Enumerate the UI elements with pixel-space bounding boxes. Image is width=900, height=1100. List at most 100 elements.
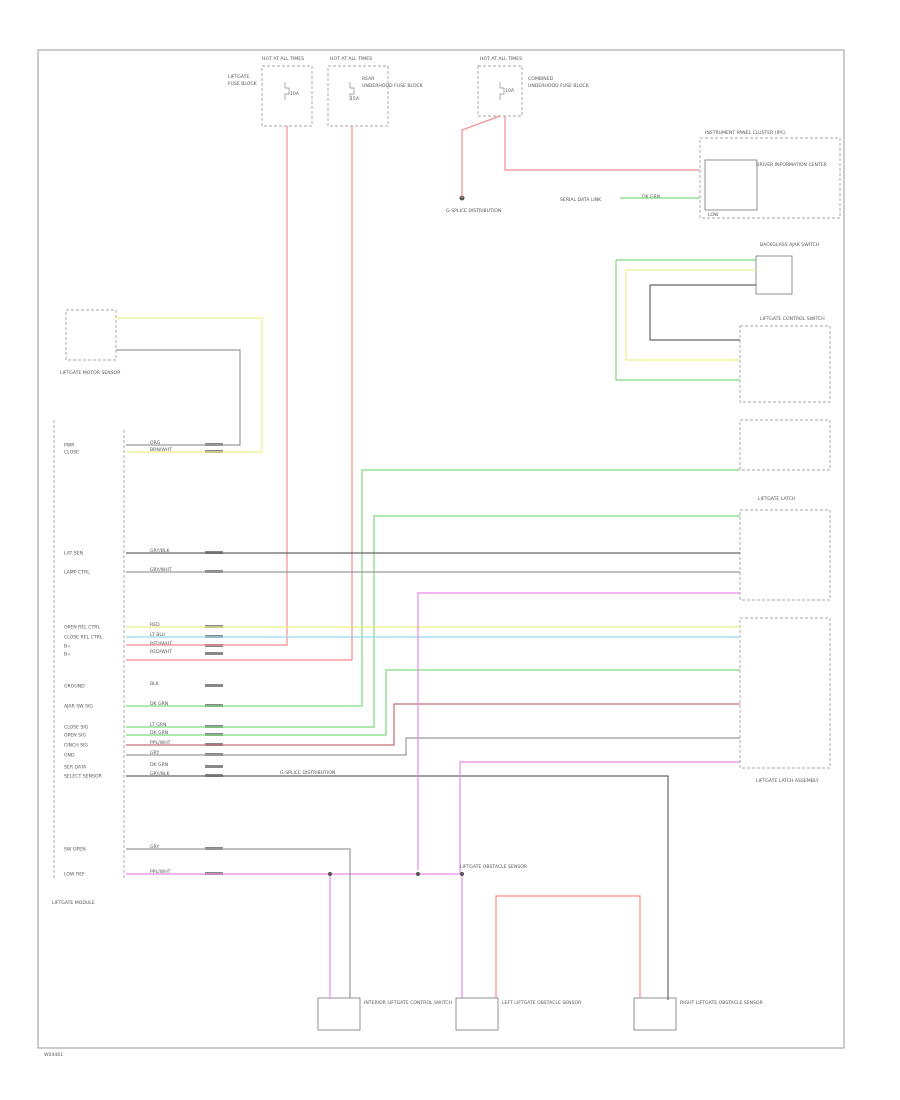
module-pin-label: B+ <box>64 652 71 658</box>
module-pin-wire: BRN/WHT <box>150 447 172 453</box>
latch-assembly-outline <box>739 617 831 769</box>
module-pin-label: GND <box>64 753 75 759</box>
splice-node <box>416 872 420 876</box>
module-pin-label: CLOSE <box>64 450 79 456</box>
interior-switch-label: INTERIOR LIFTGATE CONTROL SWITCH <box>364 1000 452 1006</box>
obstacle-sensor-note: LIFTGATE OBSTACLE SENSOR <box>460 864 528 870</box>
cluster-pin-low: LOW <box>708 212 719 218</box>
module-pin-wire: ORG <box>150 440 161 446</box>
fuse-liftgate: HOT AT ALL TIMES LIFTGATE FUSE BLOCK 10A <box>228 56 313 127</box>
fuse-2-rating: 15A <box>350 96 360 102</box>
fuse-1-rating: 10A <box>290 91 300 97</box>
serial-data-link: SERIAL DATA LINK DK GRN <box>560 194 660 203</box>
select-sensor-dark <box>126 775 669 1000</box>
module-pin-wire: GRY/BLK <box>150 771 171 777</box>
latch-sensor-yellow <box>116 317 263 453</box>
fuse-3-box-outline <box>477 65 523 117</box>
module-pin-connector <box>205 652 223 655</box>
serial-data-label: SERIAL DATA LINK <box>560 197 602 203</box>
fuse-3-symbol <box>499 82 505 100</box>
module-pin-label: SELECT SENSOR <box>64 774 103 780</box>
ground-distribution: G-SPLICE DISTRIBUTION <box>446 195 501 214</box>
cluster-dic-label: DRIVER INFORMATION CENTER <box>756 162 828 168</box>
latch-group-outline <box>739 509 831 601</box>
ground-distribution-label: G-SPLICE DISTRIBUTION <box>446 208 501 214</box>
ajar-sig-green <box>126 469 740 707</box>
fuse1-to-module <box>126 160 288 646</box>
fuse-3-rating: 10A <box>505 88 515 94</box>
latch-label: LIFTGATE LATCH <box>758 496 795 502</box>
fuse-3-box: UNDERHOOD FUSE BLOCK <box>528 83 590 89</box>
fuse-1-name: LIFTGATE <box>228 74 249 80</box>
latch-sensor-gray <box>116 349 241 446</box>
module-pin-label: LAT SEN <box>64 551 83 557</box>
fuse-combined: HOT AT ALL TIMES COMBINED UNDERHOOD FUSE… <box>477 56 590 117</box>
gnd-gray <box>126 737 740 756</box>
ajar-dark <box>649 284 756 341</box>
module-pins: PWR ORG CLOSE BRN/WHT LAT SEN GRY/BLK LAMP CTR… <box>64 440 223 878</box>
module-label: LIFTGATE MODULE <box>52 900 95 906</box>
open-sig-green <box>126 669 740 736</box>
right-sensor-label: RIGHT LIFTGATE OBSTACLE SENSOR <box>680 1000 764 1006</box>
module-pin-wire: GRY/BLK <box>150 548 171 554</box>
ground-dist-note: G-SPLICE DISTRIBUTION <box>280 770 335 776</box>
fuse3-to-cluster <box>504 116 700 171</box>
cluster-dic-box <box>704 159 758 211</box>
right-switch-groups: BACKGLASS AJAR SWITCH LIFTGATE CONTROL S… <box>739 242 831 784</box>
fuse-rear: HOT AT ALL TIMES REAR UNDERHOOD FUSE BLO… <box>327 56 424 127</box>
cluster-outline <box>699 137 841 219</box>
ajar-switch-box <box>755 255 793 295</box>
left-sensor-box <box>455 997 499 1031</box>
module-pin-label: B+ <box>64 644 71 650</box>
liftgate-control-label: LIFTGATE CONTROL SWITCH <box>760 316 825 322</box>
interior-drop-gray <box>126 848 351 998</box>
fuse2-to-module <box>126 160 353 661</box>
module-pin-label: CINCH SIG <box>64 743 88 749</box>
module-pin-wire: RED <box>150 622 160 628</box>
module-pin-wire: PPL/WHT <box>150 740 171 746</box>
fuse3-to-ground <box>461 115 501 198</box>
close-sig-green <box>126 515 740 728</box>
module-pin-label: GROUND <box>64 684 85 690</box>
instrument-cluster: INSTRUMENT PANEL CLUSTER (IPC) DRIVER IN… <box>699 130 841 219</box>
latch-sensor-label: LIFTGATE MOTOR SENSOR <box>60 370 121 376</box>
module-pin-label: CLOSE SIG <box>64 725 89 731</box>
fuse-2-hot-label: HOT AT ALL TIMES <box>330 56 372 62</box>
module-pin-label: LAMP CTRL <box>64 570 90 576</box>
module-pin-wire: GRY/WHT <box>150 567 172 573</box>
module-pin-connector <box>205 765 223 768</box>
module-pin-wire: RED/WHT <box>150 641 172 647</box>
latch-outline <box>739 419 831 471</box>
module-pin-wire: LT BLU <box>150 632 165 638</box>
cluster-title: INSTRUMENT PANEL CLUSTER (IPC) <box>705 130 786 136</box>
bottom-devices: INTERIOR LIFTGATE CONTROL SWITCH LEFT LI… <box>317 997 764 1031</box>
module-pin-label: OPEN REL CTRL <box>64 625 101 631</box>
splice-node <box>328 872 332 876</box>
module-pin-label: OPEN SIG <box>64 733 86 739</box>
module-pin-wire: GRY <box>150 750 159 756</box>
diagram-frame <box>37 49 845 1049</box>
fuse-1-box-outline <box>261 65 313 127</box>
module-pin-label: CLOSE REL CTRL <box>64 635 103 641</box>
fuse-3-name: COMBINED <box>528 76 554 82</box>
wires <box>116 115 756 1000</box>
module-pin-label: LOW REF <box>64 872 85 878</box>
module-pin-wire: DK GRN <box>150 730 168 736</box>
module-pin-wire: LT GRN <box>150 722 166 728</box>
cinch-sig-brown <box>126 703 740 746</box>
module-pin-label: SW OPEN <box>64 847 86 853</box>
fuse-2-symbol <box>349 82 355 100</box>
module-pin-label: SER DATA <box>64 765 87 771</box>
module-pin-label: PWR <box>64 443 75 449</box>
liftgate-control-outline <box>739 325 831 403</box>
module-pin-wire: DK GRN <box>150 762 168 768</box>
fuse-1-symbol <box>284 82 290 100</box>
liftgate-module: LIFTGATE MODULE <box>52 420 125 906</box>
fuse-3-hot-label: HOT AT ALL TIMES <box>480 56 522 62</box>
fuse-2-box: UNDERHOOD FUSE BLOCK <box>362 83 424 89</box>
module-pin-connector <box>205 684 223 687</box>
pink-upper <box>417 592 740 870</box>
sensor-loop-red <box>495 895 641 998</box>
fuse-1-hot-label: HOT AT ALL TIMES <box>262 56 304 62</box>
